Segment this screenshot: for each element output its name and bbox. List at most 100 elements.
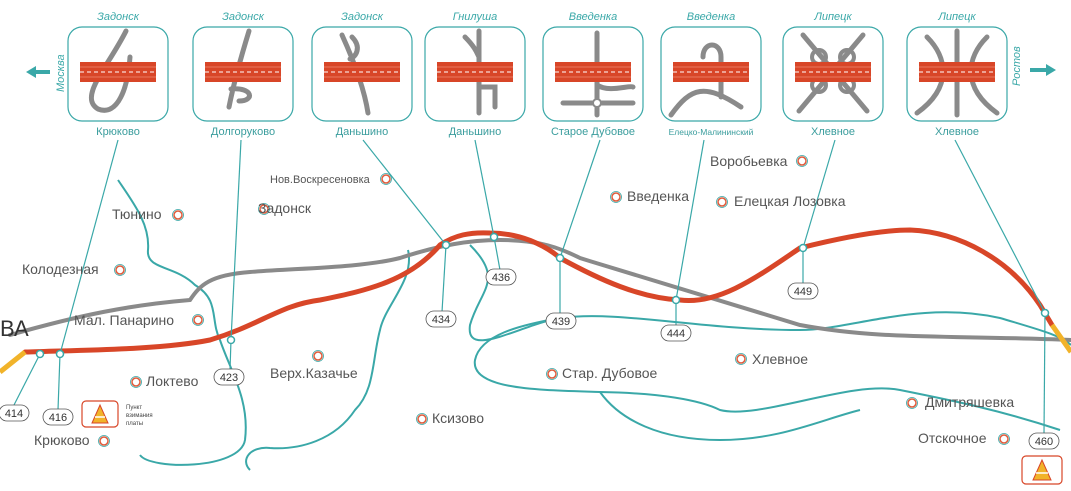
leader-line [362,139,447,246]
junction-dot [1040,308,1050,318]
km-label: 439 [552,316,570,328]
junction-dot [55,349,65,359]
town-label: Колодезная [22,261,99,277]
town-label: Локтево [146,373,199,389]
toll-legend: Пункт взимания платы [81,400,153,428]
km-marker: 414 [0,349,45,422]
town: Мал. Панарино [74,312,204,328]
town: Воробьевка [710,153,808,169]
leader-line [493,236,501,271]
town-label: Воробьевка [710,153,788,169]
junction-dot [671,295,681,305]
km-marker: 439 [545,253,577,330]
town-label: Верх.Казачье [270,365,358,381]
leader-line [229,339,232,371]
legend-line3: платы [126,421,143,427]
junction-dot [798,243,808,253]
interchange-bottom-label: Хлевное [811,126,855,138]
town: Введенка [610,188,689,204]
interchange-ramp-icon [324,32,400,116]
town-label: Крюково [34,432,90,448]
interchange-directional-icon [914,28,1000,118]
town: Отскочное [918,430,1010,446]
km-label: 444 [667,328,685,340]
interchange-bottom-label: Елецко-Малининский [669,127,754,137]
interchange-top-label: Липецк [813,11,852,23]
km-label: 434 [432,314,450,326]
river [245,249,411,471]
town-marker-icon [173,210,183,220]
town-marker-icon [193,315,203,325]
leader-line [230,139,242,341]
interchange-cloverleaf-icon [795,32,871,114]
town-label: Тюнино [112,206,162,222]
town: Задонск [258,200,312,216]
toll-point-east [1021,455,1063,485]
km-marker: 449 [787,243,819,300]
km-marker: 436 [485,232,517,286]
town-label: Стар. Дубовое [562,365,658,381]
town-label: Мал. Панарино [74,312,174,328]
town-label: Дмитряшевка [925,394,1014,410]
town-label: Задонск [258,200,312,216]
interchange-top-label: Введенка [569,11,617,23]
toll-cone-icon [1032,458,1052,481]
interchange-top-label: Введенка [687,11,735,23]
town-marker-icon [115,265,125,275]
town: Ксизово [416,410,484,426]
legend-line1: Пункт [126,405,142,411]
leader-line [675,139,705,301]
interchange-top-label: Задонск [97,11,140,23]
interchange-loop-icon [205,28,281,110]
interchange-bottom-label: Хлевное [935,126,979,138]
interchange-top-label: Задонск [222,11,265,23]
direction-right-label: Ростов [1011,46,1023,86]
direction-left-label: Москва [55,54,67,92]
interchange-bottom-label: Старое Дубовое [551,126,635,138]
town-marker-icon [907,398,917,408]
km-label: 436 [492,272,510,284]
river [473,317,1061,431]
town-label: Введенка [627,188,689,204]
leader-line [559,139,601,259]
interchange-top-label: Липецк [937,11,976,23]
km-marker: 434 [425,240,457,328]
town-marker-icon [797,156,807,166]
km-label: 414 [5,408,23,420]
leader-line [954,139,1046,314]
towns: Тюнино Нов.ВоскресеновкаЗадонскКолодезная… [22,153,1014,448]
leader-line [441,244,447,313]
direction-left: Москва [26,54,67,92]
town-label: Хлевное [752,351,808,367]
town-marker-icon [611,192,621,202]
town: Локтево [130,373,199,389]
town-marker-icon [259,204,269,214]
km-label: 460 [1035,436,1053,448]
km-label: 416 [49,412,67,424]
town: Тюнино [112,206,184,222]
main-road [22,227,1055,355]
junction-dot [35,349,45,359]
km-marker: 444 [660,295,692,342]
leader-line [1043,312,1046,435]
interchange-top-label: Гнилуша [453,11,498,23]
arrow-left-icon [26,66,50,78]
km-marker: 416 [42,349,74,426]
town: Елецкая Лозовка [716,193,846,209]
town: Нов.Воскресеновка [270,173,392,186]
interchange-roundabout-icon [555,30,636,118]
junction-dot [441,240,451,250]
town-marker-icon [99,436,109,446]
interchange-bottom-label: Крюково [96,126,140,138]
interchange-overpass-icon [668,42,749,118]
